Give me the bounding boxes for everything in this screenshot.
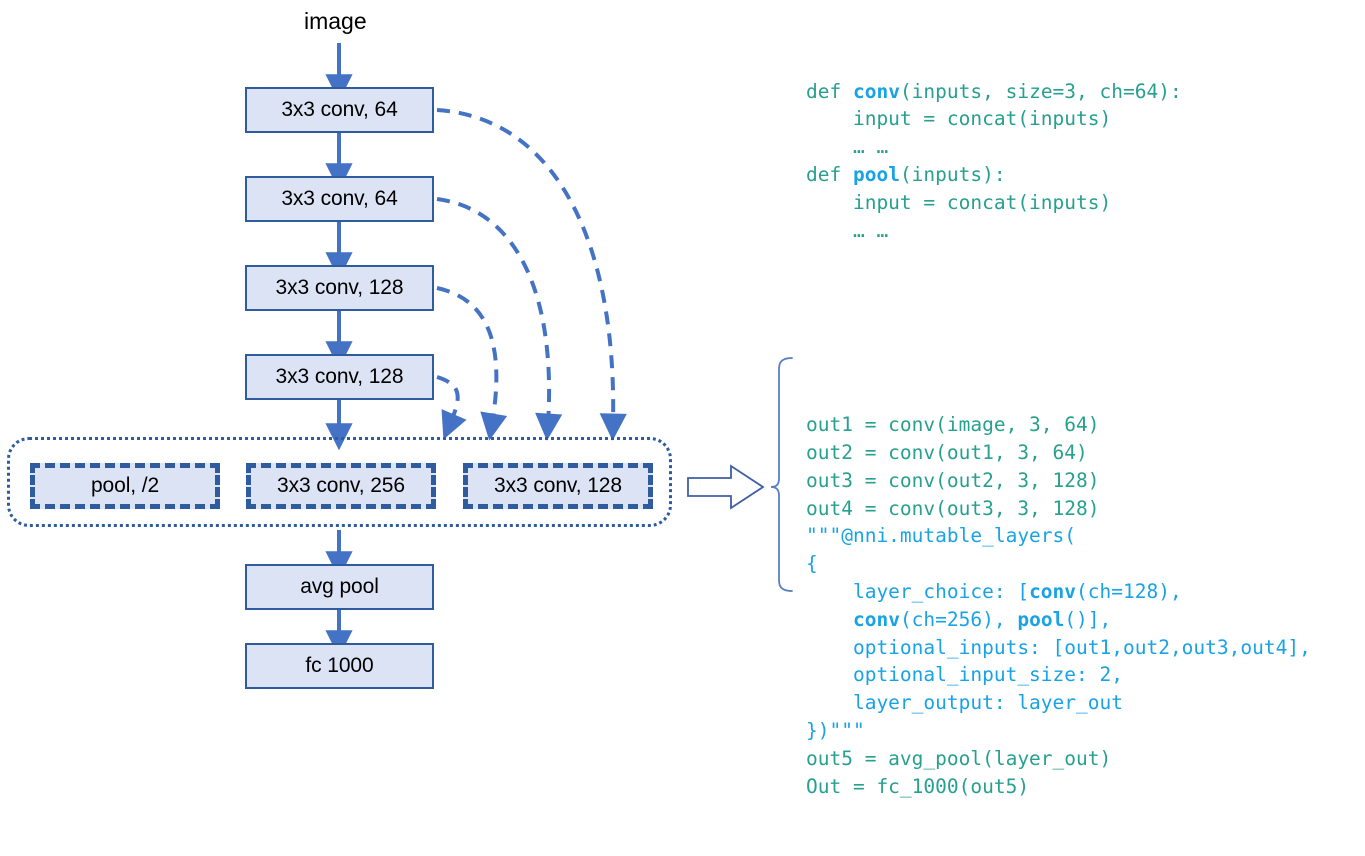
code-token: out3 = conv(out2, 3, 128) xyxy=(806,468,1100,492)
code-token: … … xyxy=(806,135,889,159)
code-brace xyxy=(770,357,793,592)
code-token: conv xyxy=(1029,579,1077,603)
code-token: ()], xyxy=(1064,607,1112,631)
code-token xyxy=(806,608,853,631)
code-token: (ch=256), xyxy=(899,607,1018,631)
code-line: layer_output: layer_out xyxy=(806,689,1362,717)
code-token: input = concat(inputs) xyxy=(806,190,1112,214)
code-line: """@nni.mutable_layers( xyxy=(806,522,1362,550)
code-token: out2 = conv(out1, 3, 64) xyxy=(806,440,1088,464)
skip-connections xyxy=(436,108,627,441)
code-line: out2 = conv(out1, 3, 64) xyxy=(806,439,1362,467)
skip-conv3-curve xyxy=(436,286,508,441)
code-line: out1 = conv(image, 3, 64) xyxy=(806,411,1362,439)
code-line: … … xyxy=(806,217,1362,245)
code-line: out3 = conv(out2, 3, 128) xyxy=(806,467,1362,495)
code-block-functions: def conv(inputs, size=3, ch=64): input =… xyxy=(806,78,1362,245)
code-token: (ch=128), xyxy=(1076,579,1182,603)
code-token: })""" xyxy=(806,718,865,742)
code-token: (inputs): xyxy=(899,162,1006,186)
code-line: optional_input_size: 2, xyxy=(806,661,1362,689)
code-line: def pool(inputs): xyxy=(806,161,1362,189)
code-line: out4 = conv(out3, 3, 128) xyxy=(806,495,1362,523)
code-token: def xyxy=(806,79,853,103)
node-avg-pool[interactable]: avg pool xyxy=(245,564,434,610)
skip-conv2-curve xyxy=(436,197,563,441)
code-token: input = concat(inputs) xyxy=(806,107,1112,131)
node-choice-conv128[interactable]: 3x3 conv, 128 xyxy=(463,463,653,509)
code-token: conv xyxy=(852,607,900,631)
code-line: def conv(inputs, size=3, ch=64): xyxy=(806,78,1362,106)
code-token: out1 = conv(image, 3, 64) xyxy=(806,413,1100,437)
code-token: layer_choice: [ xyxy=(806,579,1030,603)
code-line: optional_inputs: [out1,out2,out3,out4], xyxy=(806,634,1362,662)
code-token: out4 = conv(out3, 3, 128) xyxy=(806,496,1100,520)
code-token: pool xyxy=(852,162,900,186)
code-token: (inputs, size=3, ch=64): xyxy=(899,79,1182,103)
node-choice-pool[interactable]: pool, /2 xyxy=(30,463,220,509)
code-token: layer_output: layer_out xyxy=(806,691,1123,715)
code-token: out5 = avg_pool(layer_out) xyxy=(806,746,1112,770)
node-choice-conv256[interactable]: 3x3 conv, 256 xyxy=(246,463,436,509)
code-line: { xyxy=(806,550,1362,578)
code-token: conv xyxy=(852,79,900,103)
mutable-layer-group xyxy=(7,437,672,527)
code-token: … … xyxy=(806,218,889,242)
code-line: })""" xyxy=(806,717,1362,745)
skip-conv1-curve xyxy=(436,108,627,441)
diagram-canvas: image 3x3 conv, 64 3x3 conv, 64 3x3 conv… xyxy=(7,8,1311,798)
code-token: pool xyxy=(1017,607,1065,631)
code-token: optional_inputs: [out1,out2,out3,out4], xyxy=(806,635,1311,659)
code-token: Out = fc_1000(out5) xyxy=(806,774,1030,798)
node-conv1[interactable]: 3x3 conv, 64 xyxy=(245,87,434,133)
code-line: input = concat(inputs) xyxy=(806,105,1362,133)
code-block-main: out1 = conv(image, 3, 64) out2 = conv(out… xyxy=(806,411,1362,800)
code-line: input = concat(inputs) xyxy=(806,189,1362,217)
input-label: image xyxy=(304,8,367,34)
code-line: layer_choice: [conv(ch=128), xyxy=(806,578,1362,606)
code-line: Out = fc_1000(out5) xyxy=(806,773,1362,801)
node-fc-1000[interactable]: fc 1000 xyxy=(245,643,434,689)
code-line: conv(ch=256), pool()], xyxy=(806,606,1362,634)
code-panel: def conv(inputs, size=3, ch=64): input =… xyxy=(806,22,1362,856)
code-token: optional_input_size: 2, xyxy=(806,663,1123,687)
skip-conv4-curve xyxy=(436,375,467,440)
code-line: out5 = avg_pool(layer_out) xyxy=(806,745,1362,773)
code-spacer xyxy=(806,300,1362,356)
node-conv4[interactable]: 3x3 conv, 128 xyxy=(245,354,434,400)
code-token: """@nni.mutable_layers( xyxy=(806,524,1077,548)
node-conv2[interactable]: 3x3 conv, 64 xyxy=(245,176,434,222)
block-arrow-icon xyxy=(687,464,765,510)
node-conv3[interactable]: 3x3 conv, 128 xyxy=(245,265,434,311)
code-token: { xyxy=(806,552,818,576)
code-line: … … xyxy=(806,133,1362,161)
code-token: def xyxy=(806,162,853,186)
